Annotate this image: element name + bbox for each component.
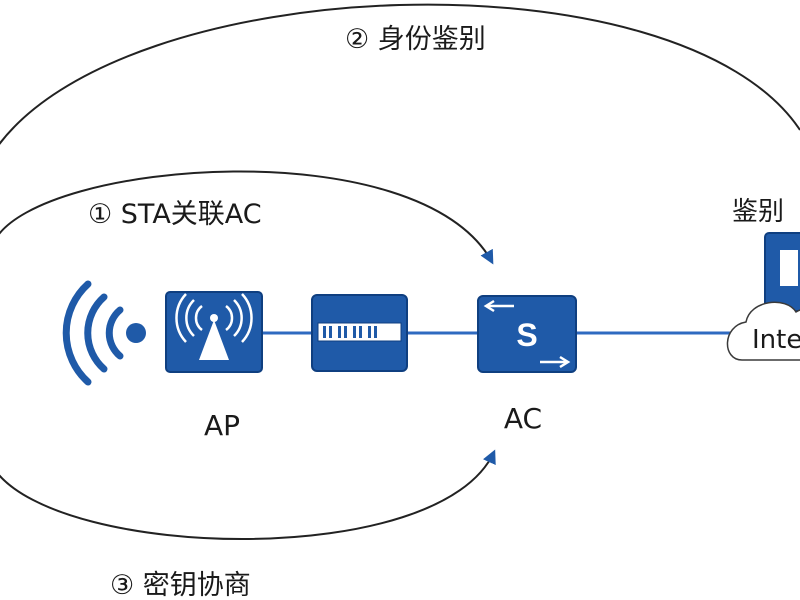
- auth-server-label: 鉴别: [732, 197, 784, 227]
- auth-server-icon: [764, 232, 800, 312]
- switch-device-icon: [311, 294, 408, 372]
- step2-label: ② 身份鉴别: [345, 24, 486, 55]
- ap-device-icon: [165, 291, 263, 373]
- arc-step1: [0, 170, 494, 265]
- internet-cloud-icon: [726, 301, 800, 361]
- wireless-signal-icon: [62, 280, 146, 386]
- ac-device-icon: S: [477, 295, 577, 373]
- ac-label: AC: [504, 402, 542, 435]
- step1-label: ① STA关联AC: [88, 199, 262, 230]
- step3-label: ③ 密钥协商: [110, 570, 251, 600]
- arc-step2: [0, 3, 800, 146]
- ac-switch-letter: S: [516, 317, 537, 353]
- ap-label: AP: [204, 409, 240, 442]
- internet-label: Inte: [752, 325, 800, 355]
- arc-step3: [0, 449, 496, 540]
